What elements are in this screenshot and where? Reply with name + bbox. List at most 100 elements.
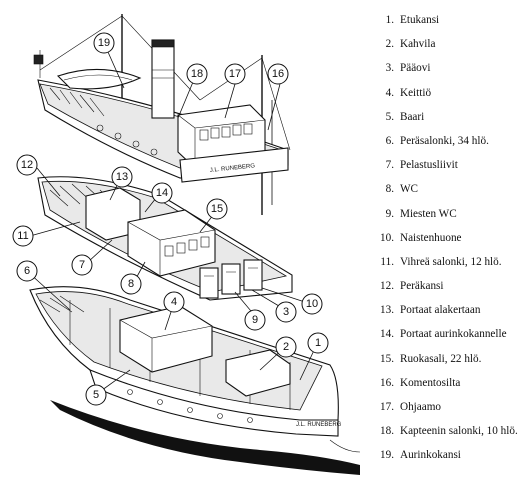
callout-9: 9 <box>244 309 266 331</box>
legend-item: 15. Ruokasali, 22 hlö. <box>372 347 532 371</box>
callout-7: 7 <box>71 254 93 276</box>
callout-5: 5 <box>85 384 107 406</box>
legend-item: 10. Naistenhuone <box>372 226 532 250</box>
legend-label: Etukansi <box>400 14 440 26</box>
callout-13-label: 13 <box>116 171 128 183</box>
callout-12-label: 12 <box>21 159 33 171</box>
legend-item: 2. Kahvila <box>372 32 532 56</box>
legend-item: 13. Portaat alakertaan <box>372 298 532 322</box>
legend-number: 7. <box>385 159 394 172</box>
legend-label: Pääovi <box>400 62 431 75</box>
legend-label: Portaat aurinkokannelle <box>400 328 507 341</box>
legend-number: 14. <box>380 328 394 341</box>
legend-label: Miesten WC <box>400 207 457 220</box>
middle-deck-level <box>37 176 293 301</box>
legend-label: WC <box>400 183 419 196</box>
callout-1: 1 <box>307 332 329 354</box>
legend-label: Pelastusliivit <box>400 159 458 172</box>
callout-10-label: 10 <box>306 298 318 310</box>
legend-number: 9. <box>385 207 394 220</box>
legend-label: Vihreä salonki, 12 hlö. <box>400 255 502 268</box>
callout-6-label: 6 <box>24 265 30 277</box>
callout-17: 17 <box>224 63 246 85</box>
legend-item: 9. Miesten WC <box>372 202 532 226</box>
callout-6: 6 <box>16 260 38 282</box>
callout-8-label: 8 <box>128 278 134 290</box>
callout-17-label: 17 <box>229 68 241 80</box>
callout-9-label: 9 <box>252 314 258 326</box>
legend-number: 4. <box>385 86 394 99</box>
legend-list: 1.Etukansi 2.Kahvila 3.Pääovi 4.Keittiö … <box>372 8 532 468</box>
callout-18-label: 18 <box>191 68 203 80</box>
legend-number: 11. <box>380 255 394 268</box>
legend-label: Kapteenin salonki, 10 hlö. <box>400 425 518 438</box>
legend-number: 6. <box>385 134 394 147</box>
legend-item: 1. Etukansi <box>372 8 532 32</box>
callout-5-label: 5 <box>93 389 99 401</box>
legend-label: Peräkansi <box>400 280 444 293</box>
legend-item: 17. Ohjaamo <box>372 395 532 419</box>
legend-number: 18. <box>380 425 394 438</box>
callout-4-label: 4 <box>171 296 177 308</box>
legend-item: 5. Baari <box>372 105 532 129</box>
legend-label: Ohjaamo <box>400 401 442 413</box>
legend-label: Keittiö <box>400 86 432 99</box>
callout-11-label: 11 <box>17 230 28 242</box>
callout-10: 10 <box>301 293 323 315</box>
callout-14: 14 <box>151 182 173 204</box>
legend-item: 19. Aurinkokansi <box>372 443 532 467</box>
legend-label: Naistenhuone <box>400 231 462 244</box>
legend-number: 17. <box>380 401 394 413</box>
legend-number: 15. <box>380 352 394 365</box>
callout-3: 3 <box>275 301 297 323</box>
lower-hull-level: J.L. RUNEBERG <box>29 286 361 475</box>
legend-number: 10. <box>380 231 394 244</box>
legend-item: 4. Keittiö <box>372 81 532 105</box>
legend-number: 16. <box>380 376 394 389</box>
callout-16: 16 <box>267 63 289 85</box>
legend-item: 8. WC <box>372 177 532 201</box>
callout-15: 15 <box>206 198 228 220</box>
legend-label: Baari <box>400 110 425 123</box>
callout-18: 18 <box>186 63 208 85</box>
ship-name-hull: J.L. RUNEBERG <box>296 422 342 428</box>
legend-label: Ruokasali, 22 hlö. <box>400 352 482 365</box>
legend-number: 13. <box>380 304 394 317</box>
callout-2-label: 2 <box>283 341 289 353</box>
legend-number: 8. <box>385 183 394 196</box>
callout-16-label: 16 <box>272 68 284 80</box>
legend-label: Peräsalonki, 34 hlö. <box>400 134 489 147</box>
legend-label: Komentosilta <box>400 376 461 389</box>
callout-13: 13 <box>111 166 133 188</box>
callout-15-label: 15 <box>211 203 223 215</box>
upper-deck-level: J.L. RUNEBERG <box>33 14 291 215</box>
callout-1-label: 1 <box>315 337 321 349</box>
legend-item: 18. Kapteenin salonki, 10 hlö. <box>372 419 532 443</box>
legend-label: Aurinkokansi <box>400 449 461 462</box>
dining-room-block <box>127 209 216 277</box>
legend-item: 16. Komentosilta <box>372 371 532 395</box>
legend-item: 11. Vihreä salonki, 12 hlö. <box>372 250 532 274</box>
legend-item: 3. Pääovi <box>372 56 532 80</box>
callout-19-label: 19 <box>98 37 110 49</box>
legend-item: 7. Pelastusliivit <box>372 153 532 177</box>
legend-number: 19. <box>380 449 394 462</box>
wc-doors <box>199 259 263 299</box>
funnel <box>151 39 175 119</box>
water-wake <box>50 400 360 475</box>
callout-3-label: 3 <box>283 306 289 318</box>
legend-label: Portaat alakertaan <box>400 304 481 317</box>
callout-12: 12 <box>16 154 38 176</box>
cafe-block <box>225 349 291 397</box>
legend-number: 1. <box>385 14 394 26</box>
callout-19: 19 <box>93 32 115 54</box>
legend-number: 3. <box>385 62 394 75</box>
callout-8: 8 <box>120 273 142 295</box>
legend-number: 2. <box>385 38 394 51</box>
legend-number: 5. <box>385 110 394 123</box>
legend-item: 14. Portaat aurinkokannelle <box>372 322 532 346</box>
callout-4: 4 <box>163 291 185 313</box>
legend-label: Kahvila <box>400 38 436 51</box>
